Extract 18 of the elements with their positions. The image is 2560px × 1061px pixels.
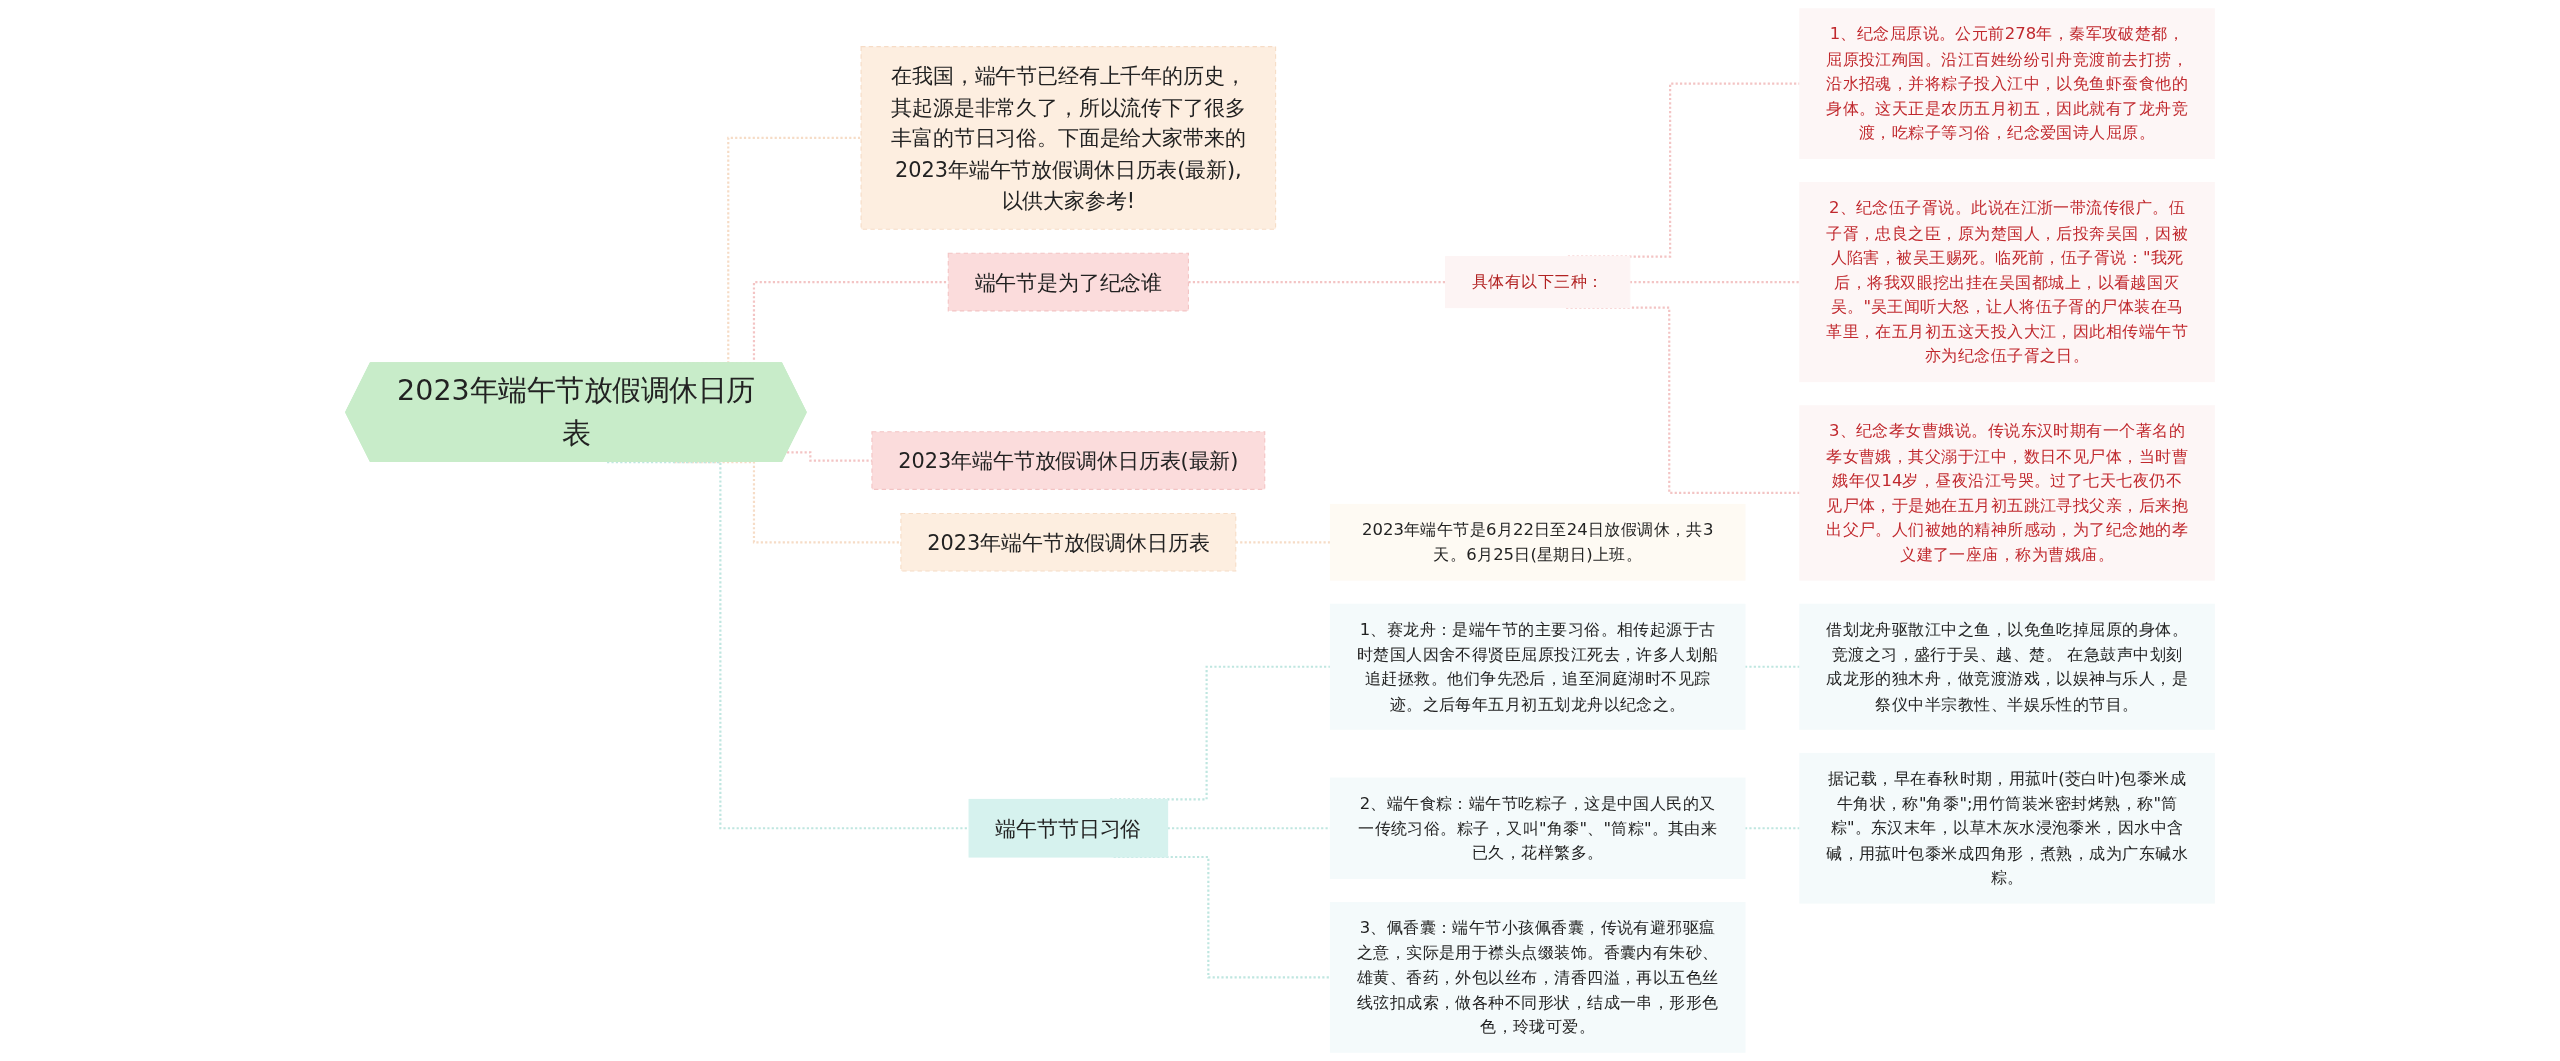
node-box: 1、赛龙舟：是端午节的主要习俗。相传起源于古时楚国人因舍不得贤臣屈原投江死去，许多人划船追赶拯救。他们争先恐后，追至洞庭湖时不见踪迹。之后每年五月初五划龙舟以纪念之。 (1329, 603, 1746, 730)
node-box: 2023年端午节放假调休日历表 (900, 512, 1237, 572)
node-box: 具体有以下三种： (1445, 256, 1631, 309)
node-box: 1、纪念屈原说。公元前278年，秦军攻破楚都，屈原投江殉国。沿江百姓纷纷引舟竞渡前去打捞，沿水招魂，并将粽子投入江中，以免鱼虾蚕食他的身体。这天正是农历五月初五，因此就有了龙舟竞渡，吃粽子等习俗，纪念爱国诗人屈原。 (1799, 8, 2215, 159)
node-box: 借划龙舟驱散江中之鱼，以免鱼吃掉屈原的身体。竞渡之习，盛行于吴、越、楚。 在急鼓声中划刻成龙形的独木舟，做竞渡游戏，以娱神与乐人，是祭仪中半宗教性、半娱乐性的节目。 (1799, 603, 2215, 730)
node-box: 3、纪念孝女曹娥说。传说东汉时期有一个著名的孝女曹娥，其父溺于江中，数日不见尸体，当时曹娥年仅14岁，昼夜沿江号哭。过了七天七夜仍不见尸体，于是她在五月初五跳江寻找父亲，后来抱出父尸。人们被她的精神所感动，为了纪念她的孝义建了一座庙，称为曹娥庙。 (1799, 405, 2215, 581)
connector (674, 461, 901, 544)
node-box: 2023年端午节是6月22日至24日放假调休，共3天。6月25日(星期日)上班。 (1329, 503, 1746, 581)
node-box: 2、端午食粽：端午节吃粽子，这是中国人民的又一传统习俗。粽子，又叫"角黍"、"筒粽"。其由来已久，花样繁多。 (1329, 777, 1746, 879)
node-box: 据记载，早在春秋时期，用菰叶(茭白叶)包黍米成牛角状，称"角黍";用竹筒装米密封烤熟，称"筒粽"。东汉末年，以草木灰水浸泡黍米，因水中含碱，用菰叶包黍米成四角形，煮熟，成为广东碱水粽。 (1799, 752, 2215, 904)
node-box: 端午节是为了纪念谁 (947, 252, 1189, 312)
node-box: 在我国，端午节已经有上千年的历史，其起源是非常久了，所以流传下了很多丰富的节日习俗。下面是给大家带来的2023年端午节放假调休日历表(最新),以供大家参考! (860, 46, 1277, 230)
node-box: 端午节节日习俗 (968, 798, 1169, 858)
node-box: 2023年端午节放假调休日历表(最新) (871, 431, 1266, 490)
connector (787, 451, 872, 462)
connector (607, 461, 970, 830)
node-box: 3、佩香囊：端午节小孩佩香囊，传说有避邪驱瘟之意，实际是用于襟头点缀装饰。香囊内有朱砂、雄黄、香药，外包以丝布，清香四溢，再以五色丝线弦扣成索，做各种不同形状，结成一串，形形色色，玲珑可爱。 (1329, 902, 1746, 1053)
node-box: 2、纪念伍子胥说。此说在江浙一带流传很广。伍子胥，忠良之臣，原为楚国人，后投奔吴国，因被人陷害，被吴王赐死。临死前，伍子胥说："我死后，将我双眼挖出挂在吴国都城上，以看越国灭吴。"吴王闻听大怒，让人将伍子胥的尸体装在马革里，在五月初五这天投入大江，因此相传端午节亦为纪念伍子胥之日。 (1799, 182, 2215, 383)
